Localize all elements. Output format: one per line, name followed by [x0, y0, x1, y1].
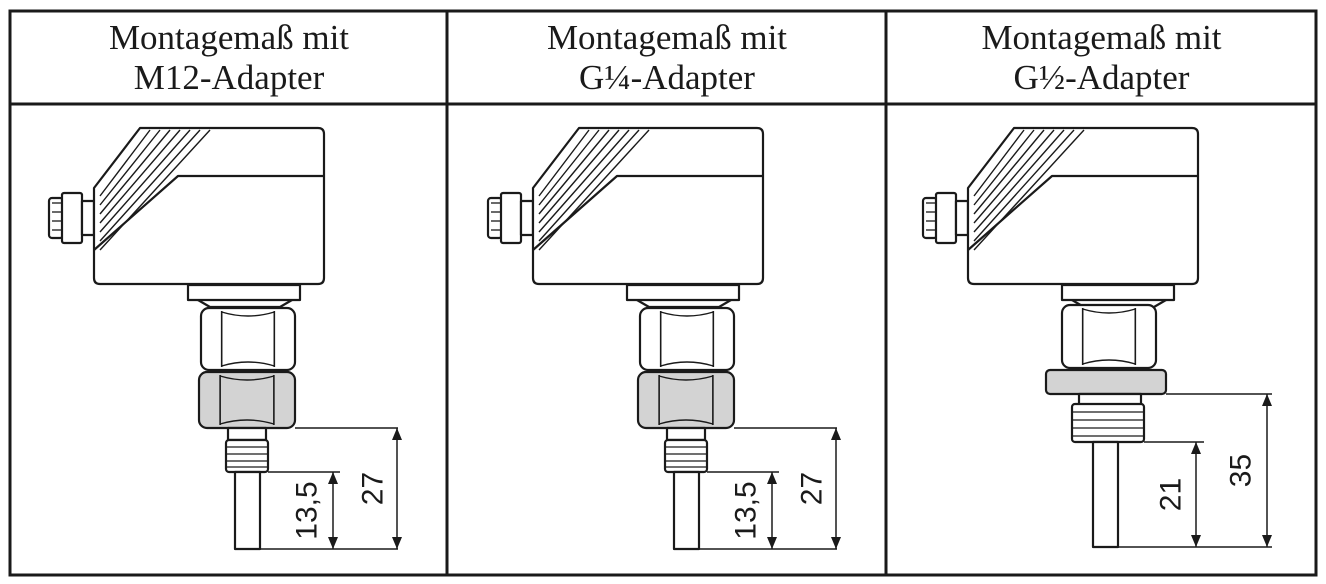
- header-line-2: M12-Adapter: [133, 58, 325, 97]
- adapter-nut: [197, 370, 297, 430]
- table-border: [8, 9, 1318, 577]
- header-cell-g14: Montagemaß mit G¼-Adapter: [449, 12, 885, 104]
- housing-rib: [99, 129, 161, 206]
- header-cell-g12: Montagemaß mit G½-Adapter: [888, 12, 1315, 104]
- cable-connector: [921, 191, 970, 245]
- nut-chamfer: [660, 311, 714, 317]
- sensor-housing: [92, 126, 326, 309]
- adapter-neck: [665, 426, 707, 442]
- dimension-label: 27: [357, 472, 390, 505]
- dimension-arrowhead: [1262, 535, 1272, 547]
- connector-body: [60, 191, 84, 245]
- nut-chamfer: [658, 375, 714, 381]
- housing-outline: [92, 126, 326, 286]
- sensor-drawing-g14: 13,5 27: [486, 126, 841, 551]
- housing-rib: [538, 129, 610, 215]
- housing-outline: [531, 126, 765, 286]
- union-nut: [1060, 303, 1158, 370]
- dimension-arrowhead: [767, 537, 777, 549]
- header-line-1: Montagemaß mit: [546, 18, 788, 57]
- dimension-arrowhead: [1262, 394, 1272, 406]
- nut-chamfer: [1082, 308, 1136, 314]
- housing-outline: [966, 126, 1200, 286]
- housing-flange: [625, 283, 741, 302]
- adapter-washer: [1044, 368, 1168, 396]
- dimension-label: 13,5: [291, 481, 324, 539]
- sensor-probe: [1091, 440, 1120, 549]
- nut-chamfer: [658, 419, 714, 425]
- housing-rib: [973, 129, 1085, 251]
- nut-chamfer: [219, 419, 275, 425]
- housing-rib: [99, 129, 181, 224]
- header-cell-m12: Montagemaß mit M12-Adapter: [12, 12, 446, 104]
- housing-rib: [538, 129, 600, 206]
- union-nut: [638, 306, 736, 372]
- connector-neck: [954, 199, 970, 237]
- nut-body: [1060, 303, 1158, 370]
- cable-connector: [486, 191, 535, 245]
- dimension-arrowhead: [392, 428, 402, 440]
- dimension-arrowhead: [831, 537, 841, 549]
- dimension-label: 21: [1155, 478, 1188, 511]
- housing-rib: [538, 129, 620, 224]
- dimension-arrowhead: [328, 472, 338, 484]
- header-line-2: G¼-Adapter: [579, 58, 755, 97]
- housing-rib: [538, 129, 650, 251]
- housing-rib: [538, 129, 590, 197]
- dimension-arrowhead: [328, 537, 338, 549]
- sensor-drawing-m12: 13,5 27: [47, 126, 402, 551]
- housing-rib: [973, 129, 1045, 215]
- connector-neck: [80, 199, 96, 237]
- nut-body: [199, 306, 297, 372]
- housing-rib: [99, 129, 211, 251]
- dimension-arrowhead: [1191, 442, 1201, 454]
- header-line-1: Montagemaß mit: [108, 18, 350, 57]
- sensor-probe: [233, 470, 262, 551]
- nut-chamfer: [221, 311, 275, 317]
- housing-rib: [973, 129, 1025, 197]
- header-line-2: G½-Adapter: [1013, 58, 1190, 97]
- dimension-arrowhead: [1191, 535, 1201, 547]
- nut-chamfer: [219, 375, 275, 381]
- housing-rib: [99, 129, 171, 215]
- housing-rib: [99, 129, 201, 242]
- housing-rib: [99, 129, 151, 197]
- union-nut: [199, 306, 297, 372]
- dimension-label: 35: [1225, 454, 1258, 487]
- dimension-arrowhead: [767, 472, 777, 484]
- connector-body: [499, 191, 523, 245]
- housing-flange: [1060, 283, 1176, 302]
- housing-rib: [538, 129, 640, 242]
- adapter-neck: [226, 426, 268, 442]
- adapter-nut: [636, 370, 736, 430]
- dimension-label: 27: [796, 472, 829, 505]
- housing-rib: [99, 129, 191, 233]
- housing-rib: [973, 129, 1055, 224]
- dimension-arrowhead: [392, 537, 402, 549]
- nut-chamfer: [660, 361, 714, 367]
- sensor-probe: [672, 470, 701, 551]
- housing-flange: [186, 283, 302, 302]
- dimension-label: 13,5: [730, 481, 763, 539]
- housing-rib: [538, 129, 630, 233]
- nut-body: [638, 306, 736, 372]
- housing-rib: [973, 129, 1075, 242]
- cable-connector: [47, 191, 96, 245]
- sensor-drawing-g12: 21 35: [921, 126, 1272, 549]
- sensor-housing: [966, 126, 1200, 309]
- dimension-arrowhead: [831, 428, 841, 440]
- connector-body: [934, 191, 958, 245]
- nut-chamfer: [221, 361, 275, 367]
- nut-chamfer: [1082, 359, 1136, 365]
- connector-neck: [519, 199, 535, 237]
- sensor-housing: [531, 126, 765, 309]
- header-line-1: Montagemaß mit: [981, 18, 1222, 57]
- housing-rib: [973, 129, 1035, 206]
- housing-rib: [973, 129, 1065, 233]
